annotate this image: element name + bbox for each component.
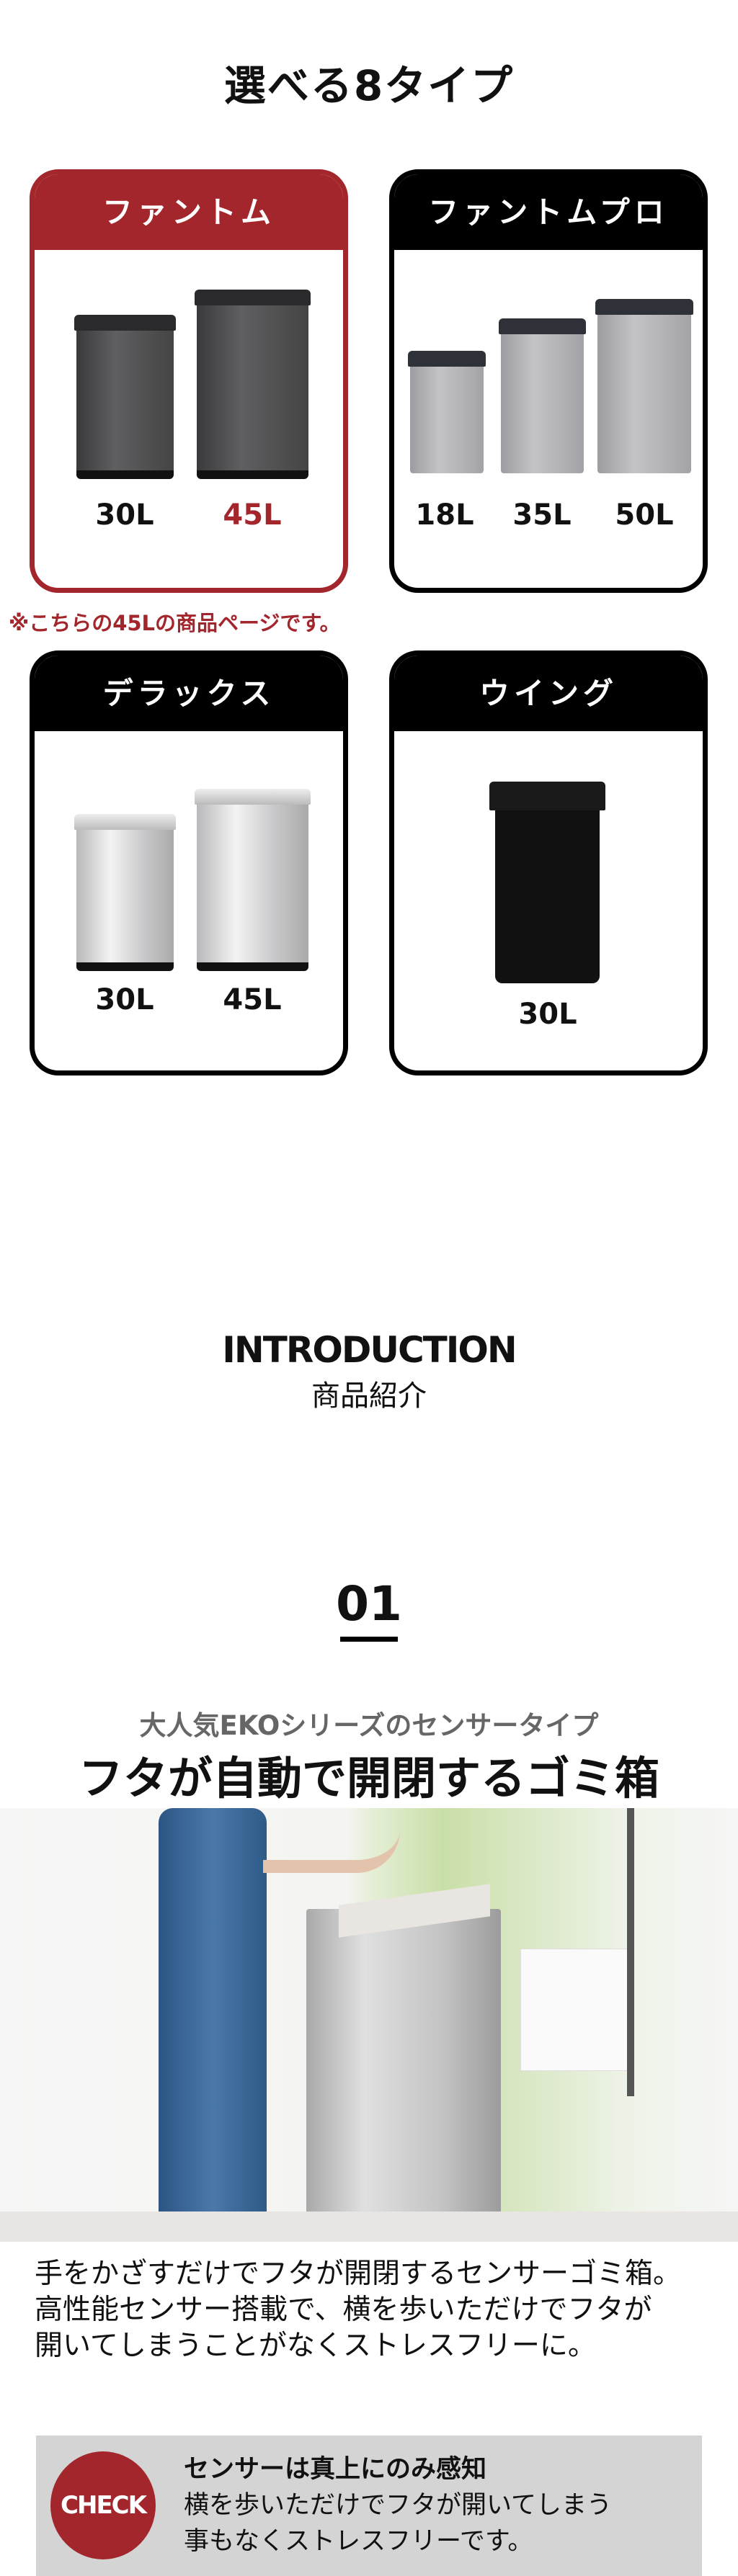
sensor-bin <box>306 1909 501 2222</box>
card-title: デラックス <box>35 656 343 731</box>
size-label: 30L <box>95 498 154 532</box>
bin-image-35l <box>499 318 586 473</box>
floor <box>0 2211 738 2242</box>
check-badge: CHECK <box>50 2451 156 2559</box>
bin-image-deluxe-30l <box>74 814 176 971</box>
product-photo <box>0 1808 738 2242</box>
size-label: 18L <box>415 498 474 532</box>
bin-image-deluxe-45l <box>195 789 311 971</box>
section-number-underline <box>340 1637 398 1642</box>
intro-subheading: 商品紹介 <box>311 1379 427 1413</box>
bin-image-50l <box>595 299 693 473</box>
size-label: 45L <box>223 983 282 1016</box>
section-title: 選べる8タイプ <box>223 61 515 110</box>
person-legs <box>159 1808 267 2211</box>
body-line: 手をかざすだけでフタが開閉するセンサーゴミ箱。 <box>35 2258 682 2290</box>
check-callout: CHECK センサーは真上にのみ感知 横を歩いただけでフタが開いてしまう 事もな… <box>36 2436 702 2576</box>
intro-heading: INTRODUCTION <box>222 1329 517 1371</box>
size-label: 35L <box>512 498 572 532</box>
body-line: 開いてしまうことがなくストレスフリーに。 <box>35 2330 596 2362</box>
arm <box>263 1808 400 1873</box>
card-wing[interactable]: ウイング 30L <box>389 650 708 1075</box>
size-label: 30L <box>95 983 154 1016</box>
check-line: 横を歩いただけでフタが開いてしまう <box>184 2491 612 2520</box>
note-text: ※こちらの45Lの商品ページです。 <box>9 611 341 635</box>
check-title: センサーは真上にのみ感知 <box>184 2455 487 2484</box>
card-title: ウイング <box>394 656 703 731</box>
size-label-highlight: 45L <box>223 498 282 532</box>
section-heading: フタが自動で開閉するゴミ箱 <box>78 1752 659 1804</box>
check-text: センサーは真上にのみ感知 横を歩いただけでフタが開いてしまう 事もなくストレスフ… <box>184 2451 612 2559</box>
section-subtitle: 大人気EKOシリーズのセンサータイプ <box>139 1710 599 1741</box>
bin-image-wing-30l <box>489 782 605 983</box>
section-body: 手をかざすだけでフタが開閉するセンサーゴミ箱。 高性能センサー搭載で、横を歩いた… <box>35 2256 719 2364</box>
card-phantom-pro[interactable]: ファントムプロ 18L 35L 50L <box>389 169 708 593</box>
bin-image-phantom-45l <box>195 290 311 479</box>
size-label: 50L <box>615 498 674 532</box>
body-line: 高性能センサー搭載で、横を歩いただけでフタが <box>35 2294 652 2326</box>
bin-image-phantom-30l <box>74 315 176 479</box>
bin-image-18l <box>408 351 486 473</box>
section-number: 01 <box>336 1576 402 1632</box>
plant-pot <box>520 1949 628 2071</box>
card-title: ファントム <box>35 174 343 250</box>
card-deluxe[interactable]: デラックス 30L 45L <box>30 650 348 1075</box>
card-title: ファントムプロ <box>394 174 703 250</box>
size-label: 30L <box>518 998 577 1031</box>
window-frame <box>627 1808 634 2096</box>
card-phantom[interactable]: ファントム 30L 45L <box>30 169 348 593</box>
check-line: 事もなくストレスフリーです。 <box>184 2527 533 2556</box>
